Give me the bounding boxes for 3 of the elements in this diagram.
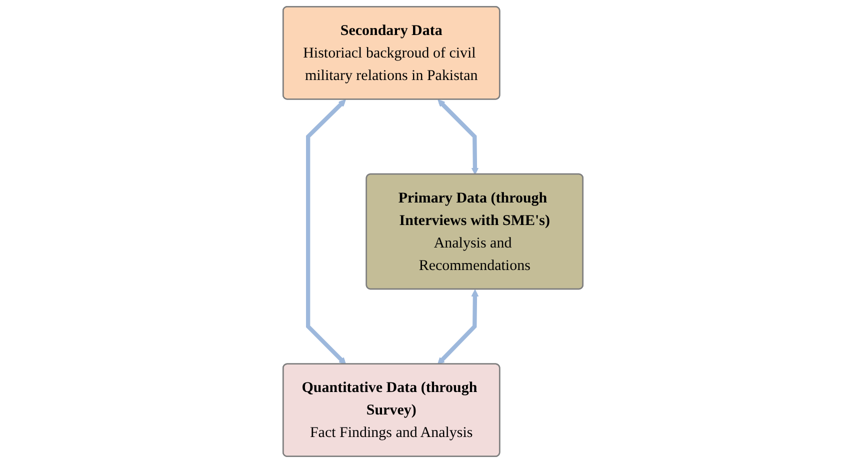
arrow bbox=[306, 99, 346, 365]
arrow bbox=[438, 99, 479, 175]
arrow bbox=[437, 289, 479, 365]
